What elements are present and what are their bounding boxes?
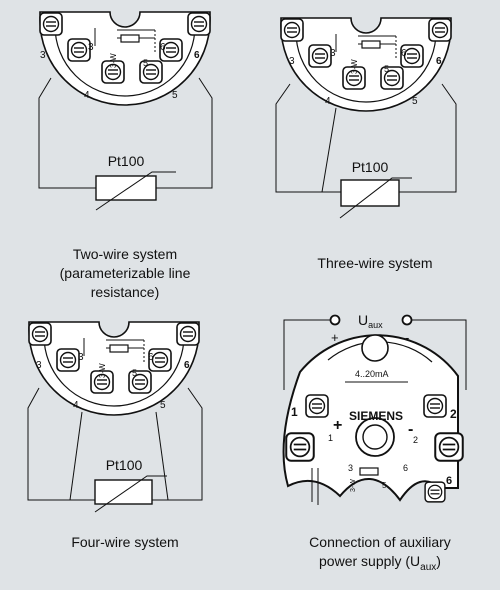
terminal-6-label: 6 <box>446 475 452 487</box>
terminal-6-inner-label: 6 <box>160 42 166 53</box>
terminal-3-label: 3 <box>289 56 295 67</box>
caption-three-wire: Three-wire system <box>290 254 460 273</box>
caption-two-wire: Two-wire system (parameterizable line re… <box>40 245 210 302</box>
three-w-label: 3-W <box>98 363 107 378</box>
panel-three-wire: 3 3 6 6 3-W 5 4 5 Pt100 <box>275 18 457 219</box>
pt100-label: Pt100 <box>106 457 143 473</box>
terminal-5-label: 5 <box>412 96 418 107</box>
wire-minus <box>412 319 467 390</box>
terminal-3-label: 3 <box>36 360 42 371</box>
terminal-3-inner-label: 3 <box>330 48 336 59</box>
center-hole-inner <box>362 424 388 450</box>
caption-line: Three-wire system <box>317 255 433 271</box>
terminal-3-inner-label: 3 <box>348 463 353 473</box>
bottom-left-screw <box>285 432 315 462</box>
terminal-4-label: 4 <box>325 96 331 107</box>
wire-right-outer <box>152 387 203 501</box>
caption-line: Connection of auxiliary <box>309 534 451 550</box>
terminal-1-label: 1 <box>291 405 298 419</box>
resistor-small <box>359 467 379 476</box>
terminal-6-inner-label: 6 <box>401 48 407 59</box>
caption-line: resistance) <box>90 284 160 300</box>
brand-label: SIEMENS <box>349 409 403 423</box>
wire-left <box>275 83 341 193</box>
u-aux-symbol: Uaux <box>358 312 383 330</box>
minus-housing-label: - <box>408 421 413 438</box>
wire-right <box>399 83 457 193</box>
pt100-resistor <box>95 175 157 201</box>
caption-four-wire: Four-wire system <box>40 533 210 552</box>
terminal-1-inner-label: 1 <box>328 433 333 443</box>
terminal-1-screw <box>305 394 329 418</box>
terminal-3-inner-label: 3 <box>88 42 94 53</box>
five-label: 5 <box>143 58 148 68</box>
terminal-4-label: 4 <box>84 90 90 101</box>
resistor-slash <box>339 177 412 219</box>
terminal-6-label: 6 <box>194 50 200 61</box>
bottom-right-screw <box>434 432 464 462</box>
minus-terminal-circle <box>401 314 413 326</box>
pt100-label: Pt100 <box>108 153 145 169</box>
transmitter-head <box>281 18 451 111</box>
terminal-6-inner-label: 6 <box>403 463 408 473</box>
wire-left-inner <box>69 411 83 501</box>
five-label: 5 <box>384 64 389 74</box>
terminal-6-label: 6 <box>436 56 442 67</box>
terminal-3-label: 3 <box>40 50 46 61</box>
resistor-slash <box>95 171 176 211</box>
terminal-2-label: 2 <box>450 407 457 421</box>
plus-terminal-circle <box>329 314 341 326</box>
three-w-label: 3-W <box>109 53 118 68</box>
five-label: 5 <box>382 481 387 490</box>
resistor-slash <box>94 475 167 513</box>
terminal-2-inner-label: 2 <box>413 435 418 445</box>
terminal-3-inner-label: 3 <box>78 352 84 363</box>
wire-left <box>38 77 96 189</box>
caption-line: Two-wire system <box>72 246 178 262</box>
pt100-label: Pt100 <box>352 159 389 175</box>
caption-line: (parameterizable line <box>59 265 191 281</box>
terminal-2-screw <box>423 394 447 418</box>
five-label: 5 <box>132 368 137 378</box>
transmitter-head <box>40 12 210 105</box>
top-screw-hole <box>361 334 389 362</box>
current-range-label: 4..20mA <box>355 369 389 379</box>
three-w-label: 3-W <box>350 479 357 492</box>
wire-plus <box>283 319 330 390</box>
plus-housing-label: + <box>333 417 342 434</box>
wire-right <box>156 77 213 189</box>
caption-line: power supply (Uaux) <box>319 553 441 573</box>
plus-label: + <box>331 330 339 345</box>
pt100-resistor <box>340 179 400 207</box>
terminal-6-label: 6 <box>184 360 190 371</box>
panel-four-wire: 3 3 6 6 3-W 5 4 5 Pt100 <box>27 322 203 513</box>
wire-right-inner <box>155 411 169 501</box>
caption-aux-power: Connection of auxiliary power supply (Ua… <box>290 533 470 577</box>
wire-left-outer <box>27 387 95 501</box>
terminal-5-label: 5 <box>160 400 166 411</box>
terminal-5-label: 5 <box>172 90 178 101</box>
terminal-6-inner-label: 6 <box>148 352 154 363</box>
panel-aux-power: Uaux + - 4..20mA SIEMENS + - 1 1 2 2 3 6… <box>282 312 467 505</box>
minus-label: - <box>405 330 409 345</box>
terminal-4-label: 4 <box>73 400 79 411</box>
three-w-label: 3-W <box>350 59 359 74</box>
panel-two-wire: 3 3 6 6 3-W 5 4 5 Pt100 <box>38 12 213 211</box>
wire-middle <box>321 107 337 193</box>
terminal-3-lead <box>311 468 319 505</box>
caption-line: Four-wire system <box>71 534 179 550</box>
transmitter-head <box>29 322 199 415</box>
terminal-6-screw <box>424 481 446 503</box>
